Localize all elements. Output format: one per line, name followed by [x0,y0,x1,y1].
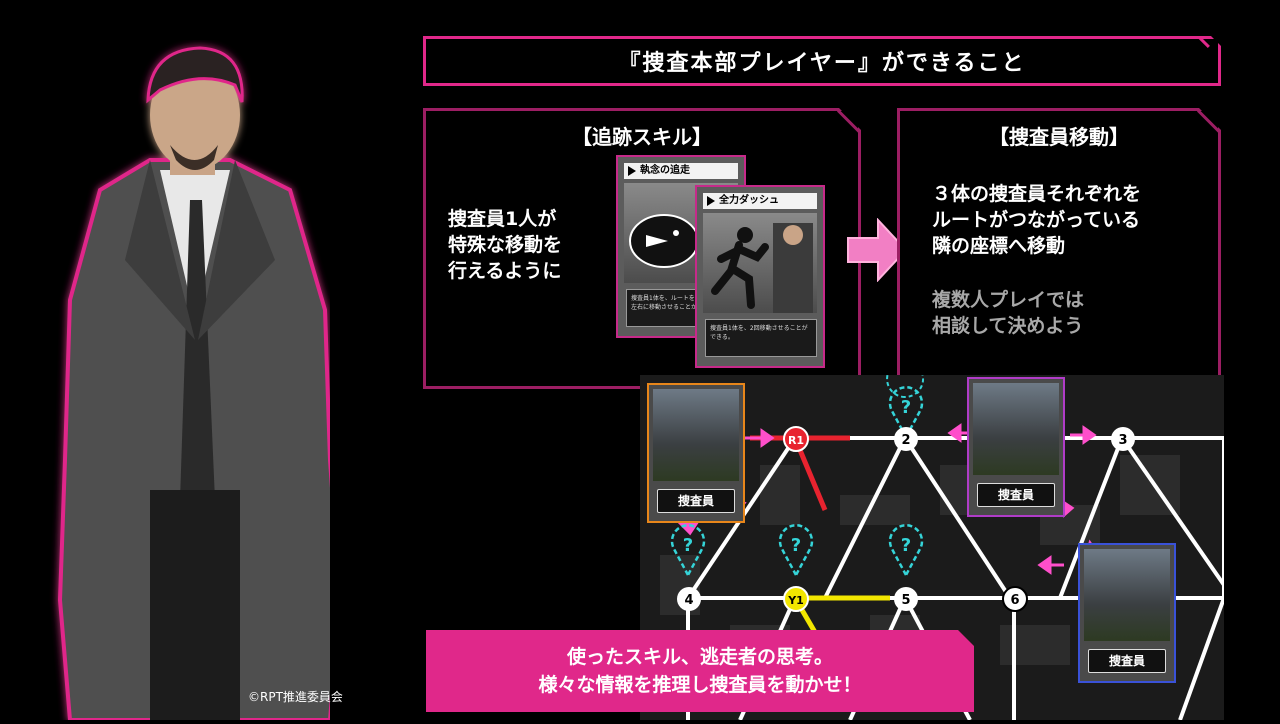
page-title: 『捜査本部プレイヤー』ができること [618,51,1026,76]
copyright-notice: ©RPT推進委員会 [248,690,343,704]
move-panel-title: 【捜査員移動】 [989,125,1129,149]
investigator-portrait [1084,549,1170,641]
skill-card-title: 全力ダッシュ [703,193,817,209]
summary-line-1: 使ったスキル、逃走者の思考。 [566,646,833,668]
character-illustration [30,40,343,722]
map-node-2[interactable]: 2 [893,426,919,456]
skill-card-dash[interactable]: 全力ダッシュ 捜査員1体を、2回移動させることができる。 [695,185,825,368]
investigator-card-blue[interactable]: 捜査員 [1078,543,1176,683]
investigator-portrait [653,389,739,481]
svg-text:?: ? [791,535,801,556]
svg-text:R1: R1 [788,434,804,447]
summary-banner: 使ったスキル、逃走者の思考。 様々な情報を推理し捜査員を動かせ！ [426,630,974,712]
svg-text:5: 5 [901,593,910,608]
arrow-right-icon [846,217,908,286]
svg-text:6: 6 [1010,593,1019,608]
skill-panel-title: 【追跡スキル】 [572,125,712,149]
investigator-label: 捜査員 [657,489,735,513]
running-person-icon [703,213,817,313]
investigator-label: 捜査員 [977,483,1055,507]
map-node-y1[interactable]: Y1 [783,586,809,616]
question-marker-icon: ? [888,385,924,443]
investigator-label: 捜査員 [1088,649,1166,673]
page-title-bar: 『捜査本部プレイヤー』ができること [423,36,1221,86]
investigator-card-purple[interactable]: 捜査員 [967,377,1065,517]
question-marker-icon: ? [888,523,924,581]
skill-card-title: 執念の追走 [624,163,738,179]
question-marker-icon: ? [670,523,706,581]
svg-text:4: 4 [684,593,693,608]
svg-text:?: ? [901,535,911,556]
map-node-r1[interactable]: R1 [783,426,809,456]
question-marker-icon: ? [778,523,814,581]
map-node-4[interactable]: 4 [676,586,702,616]
investigator-card-orange[interactable]: 捜査員 [647,383,745,523]
map-node-3[interactable]: 3 [1110,426,1136,456]
move-panel: 【捜査員移動】 ３体の捜査員それぞれを ルートがつながっている 隣の座標へ移動 … [897,108,1221,389]
skill-card-description: 捜査員1体を、2回移動させることができる。 [705,319,817,357]
investigator-portrait [973,383,1059,475]
move-panel-description: ３体の捜査員それぞれを ルートがつながっている 隣の座標へ移動 [932,183,1142,257]
summary-line-2: 様々な情報を推理し捜査員を動かせ！ [538,674,862,696]
move-panel-note: 複数人プレイでは 相談して決めよう [932,289,1085,337]
svg-text:2: 2 [901,433,910,448]
svg-text:?: ? [901,397,911,418]
map-node-5[interactable]: 5 [893,586,919,616]
svg-text:3: 3 [1118,433,1127,448]
map-node-6[interactable]: 6 [1002,586,1028,616]
svg-text:?: ? [683,535,693,556]
svg-text:Y1: Y1 [787,594,804,607]
skill-panel-description: 捜査員1人が 特殊な移動を 行えるように [448,208,563,282]
